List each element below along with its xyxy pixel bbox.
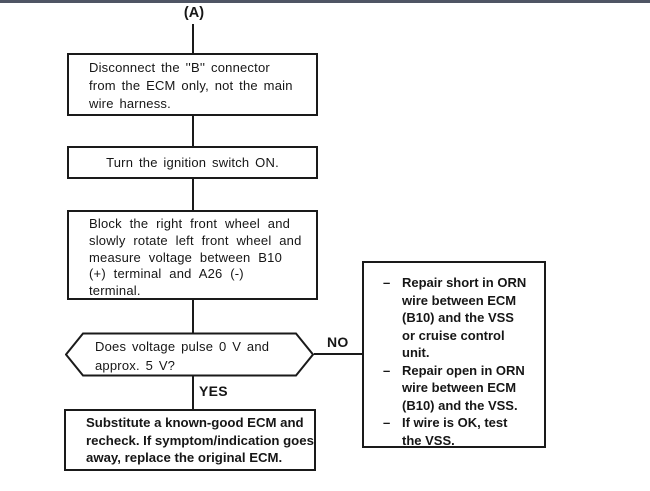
box-text-line: wire between ECM	[402, 380, 517, 395]
repair-item: – If wire is OK, test the VSS.	[383, 414, 540, 449]
process-box-ignition-on: Turn the ignition switch ON.	[67, 146, 318, 179]
decision-question: Does voltage pulse 0 V and approx. 5 V?	[95, 338, 269, 375]
box-text-line: Turn the ignition switch ON.	[106, 154, 279, 170]
box-text-line: (B10) and the VSS.	[402, 397, 518, 413]
repair-item: – Repair open in ORN wire between ECM (B…	[383, 362, 540, 415]
box-text-line: Repair open in ORN	[402, 362, 525, 378]
box-text-line: Does voltage pulse 0 V and	[95, 339, 270, 354]
box-text-line: from the ECM only, not the main	[89, 78, 293, 93]
box-text-line: measure voltage between B10	[89, 249, 283, 265]
dash-bullet: –	[383, 275, 391, 290]
connector-no-branch	[314, 353, 362, 355]
box-text-line: (+) terminal and A26 (-)	[89, 266, 244, 282]
box-text-line: wire harness.	[89, 96, 171, 111]
connector-step3-to-decision	[192, 299, 194, 333]
box-text-line: approx. 5 V?	[95, 357, 176, 373]
box-text-line: Block the right front wheel and	[89, 216, 291, 231]
dash-bullet: –	[383, 362, 391, 378]
connector-entry-to-step1	[192, 24, 194, 53]
box-text-line: wire between ECM	[402, 292, 517, 308]
connector-step2-to-step3	[192, 178, 194, 210]
box-text-line: terminal.	[89, 283, 141, 299]
repair-item: – Repair short in ORN wire between ECM (…	[383, 274, 540, 362]
flow-entry-label: (A)	[183, 5, 205, 21]
result-box-substitute-ecm: Substitute a known-good ECM and recheck.…	[64, 409, 316, 471]
box-text-line: the VSS.	[402, 432, 455, 448]
action-box-repair-list: – Repair short in ORN wire between ECM (…	[362, 261, 546, 448]
connector-step1-to-step2	[192, 115, 194, 146]
box-text-line: Disconnect the ''B'' connector	[89, 60, 270, 75]
box-text-line: recheck. If symptom/indication goes	[86, 432, 314, 448]
connector-decision-to-result	[192, 376, 194, 409]
branch-label-yes: YES	[199, 383, 228, 399]
box-text-line: If wire is OK, test	[402, 415, 508, 430]
box-text-line: slowly rotate left front wheel and	[89, 232, 302, 248]
box-text-line: unit.	[402, 345, 430, 360]
box-text-line: or cruise control	[402, 327, 505, 343]
box-text-line: away, replace the original ECM.	[86, 450, 283, 466]
process-box-disconnect-connector: Disconnect the ''B'' connector from the …	[67, 53, 318, 116]
box-text-line: Repair short in ORN	[402, 275, 527, 290]
decision-hexagon-shape	[64, 332, 315, 377]
box-text-line: (B10) and the VSS	[402, 310, 514, 325]
branch-label-no: NO	[327, 334, 349, 350]
decision-hexagon	[64, 332, 315, 377]
process-box-measure-voltage: Block the right front wheel and slowly r…	[67, 210, 318, 300]
box-text-line: Substitute a known-good ECM and	[86, 415, 304, 430]
dash-bullet: –	[383, 415, 391, 430]
page-top-divider	[0, 0, 650, 3]
